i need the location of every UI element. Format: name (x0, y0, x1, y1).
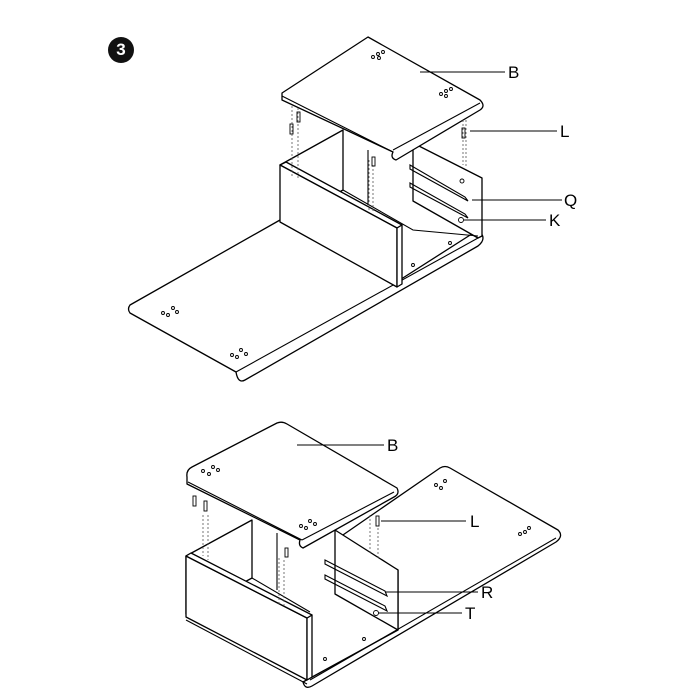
bottom-assembly (185, 421, 562, 688)
bottom-dowel-l (375, 515, 380, 527)
top-base-panel (127, 219, 484, 382)
label-b-bottom: B (387, 436, 399, 455)
top-drawer-slide-lower (409, 182, 469, 219)
top-assembly (127, 36, 562, 382)
top-dowel-l (461, 127, 466, 139)
step-number-badge: 3 (108, 37, 134, 63)
label-b-top: B (508, 63, 520, 82)
bottom-panel-b (186, 421, 399, 549)
top-dowels (289, 106, 467, 212)
bottom-screw (373, 610, 379, 616)
label-q: Q (564, 191, 578, 210)
label-t: T (465, 604, 476, 623)
bottom-drawer-slide-upper (324, 559, 389, 598)
label-l-top: L (560, 122, 570, 141)
top-drawer-slide-upper (409, 164, 469, 202)
top-panel-b (281, 36, 484, 161)
label-l-bottom: L (470, 512, 480, 531)
bottom-base-panel (302, 465, 562, 688)
bottom-dowels (192, 495, 380, 606)
label-r: R (481, 583, 494, 602)
bottom-drawer-slide-lower (324, 574, 389, 613)
label-k: K (549, 211, 561, 230)
top-screw (458, 217, 464, 223)
